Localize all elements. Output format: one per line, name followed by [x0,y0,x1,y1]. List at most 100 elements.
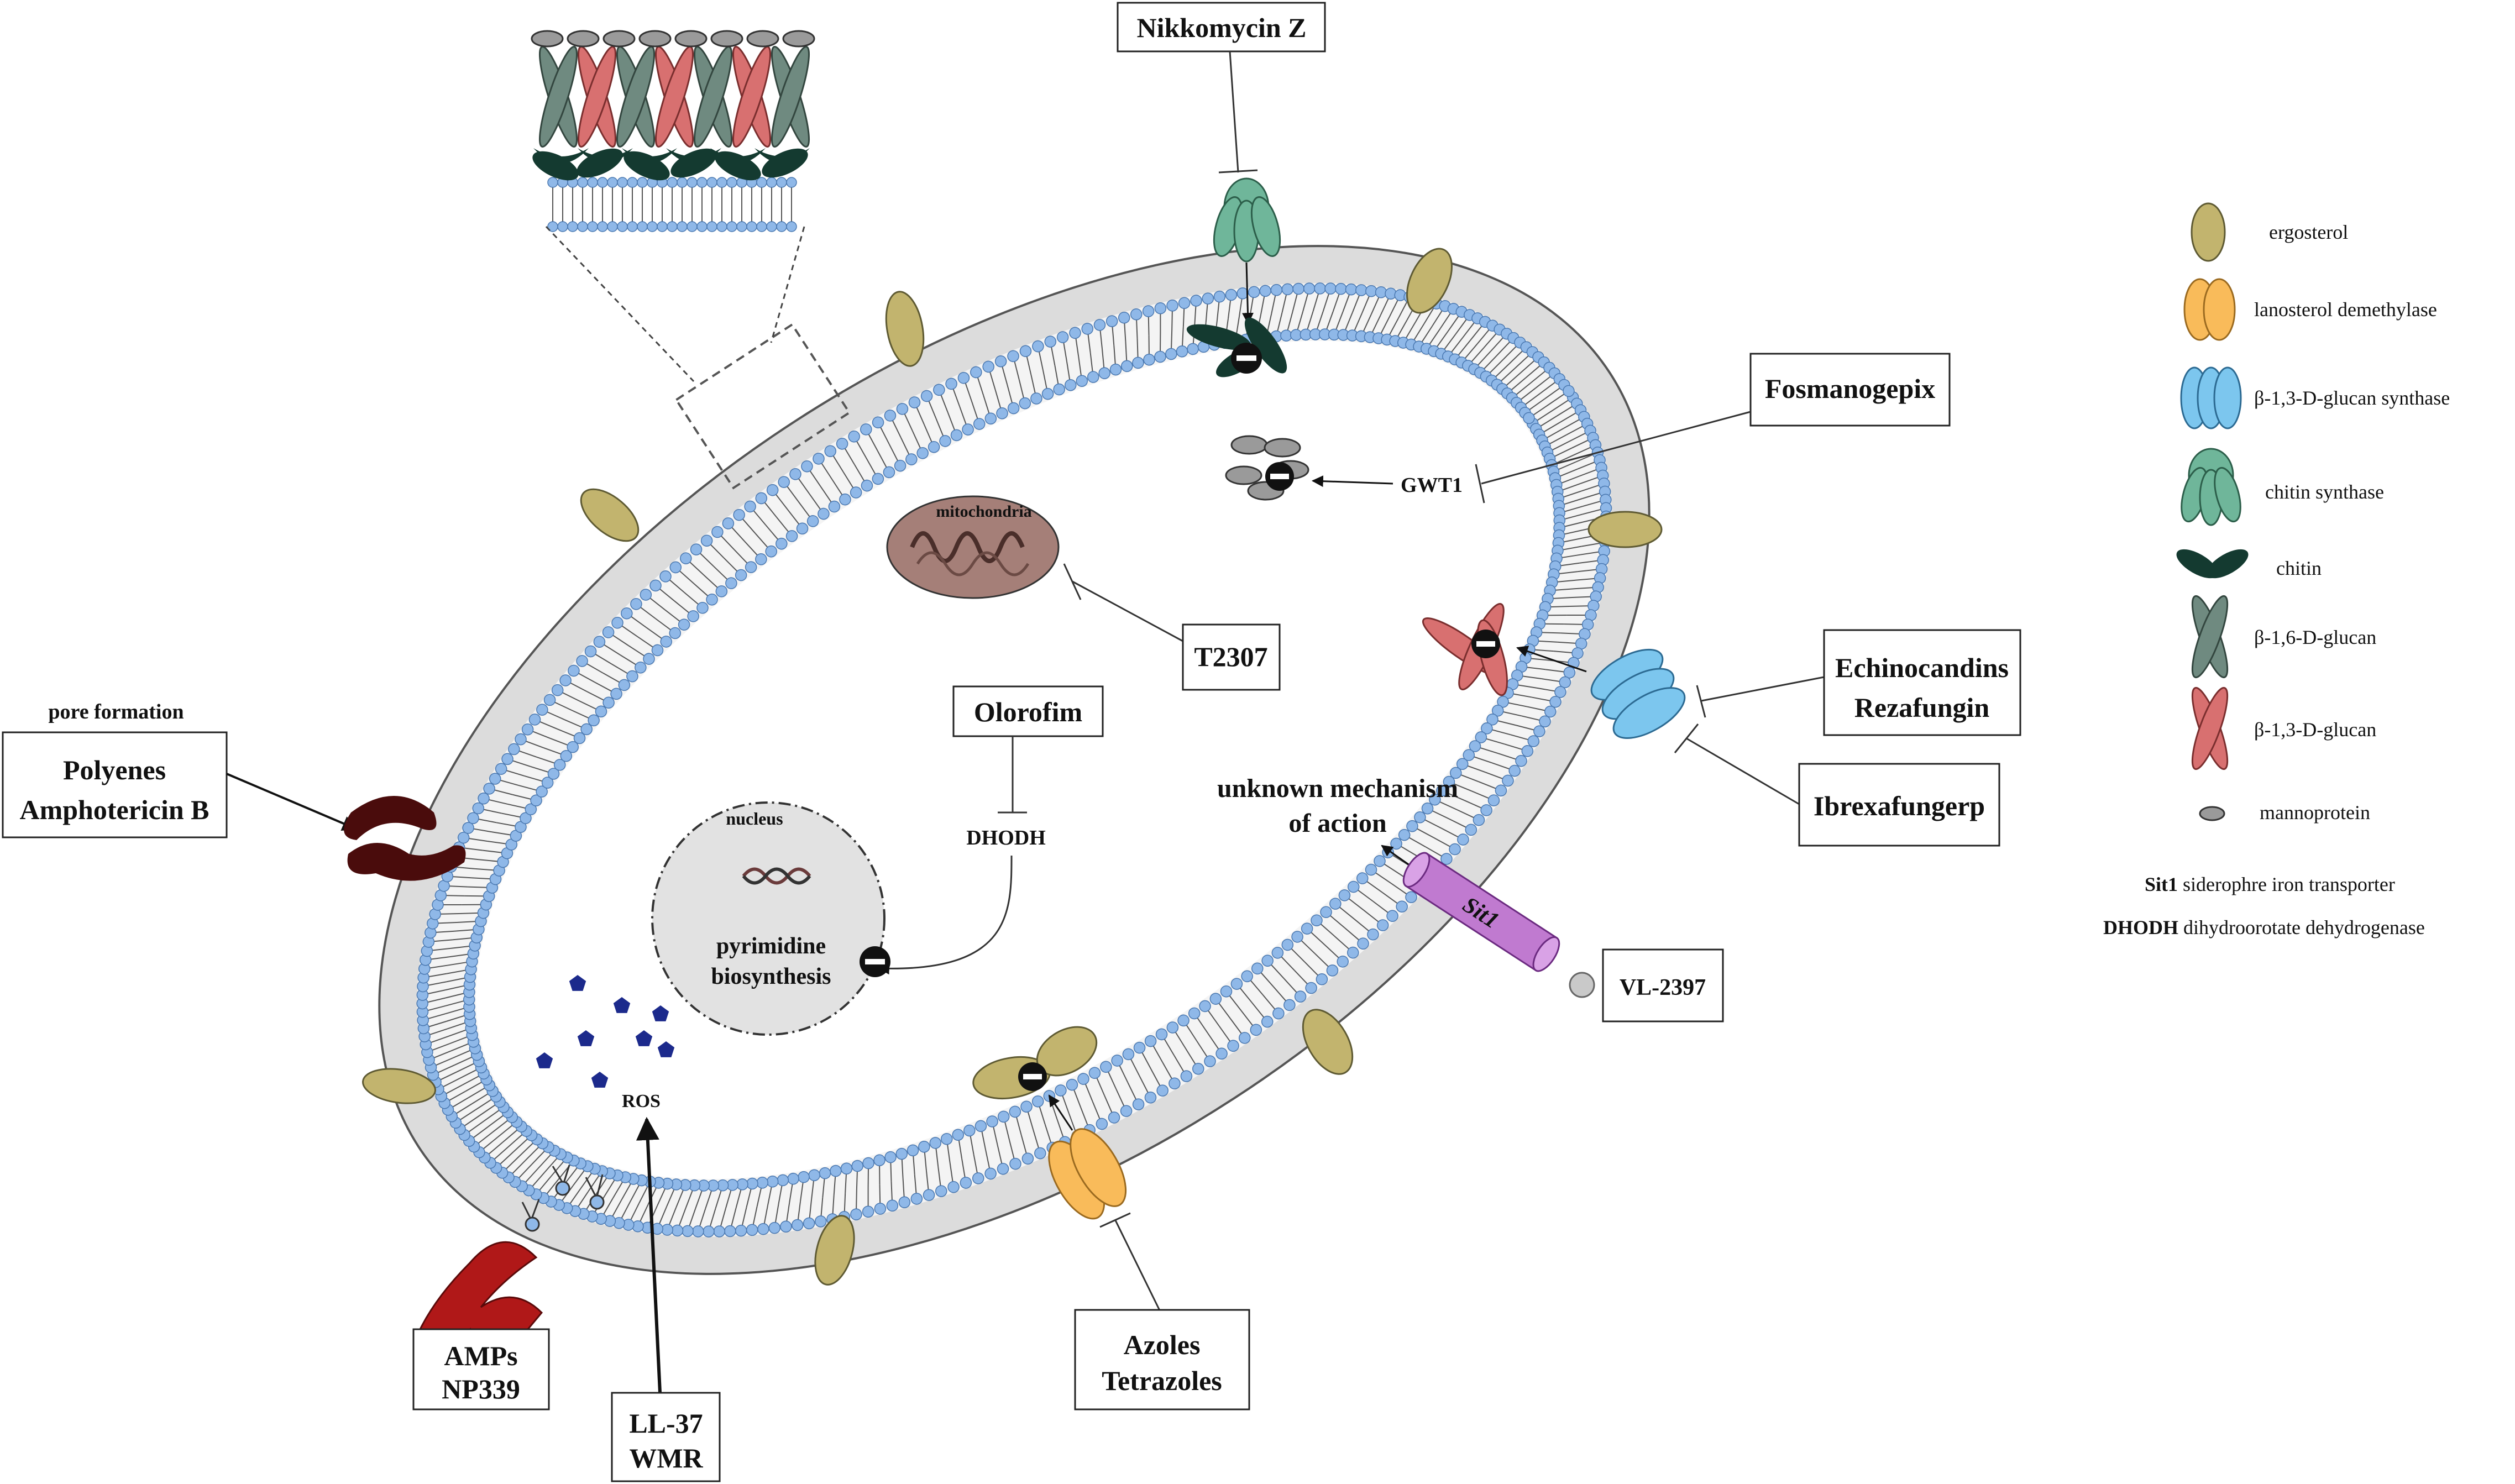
legend: ergosterol lanosterol demethylase β-1,3-… [2103,202,2450,938]
legend-b13-glucan-label: β-1,3-D-glucan [2254,719,2376,741]
pore-formation-label: pore formation [48,700,184,723]
polyenes-arrow [226,773,358,831]
ros-label: ROS [622,1091,661,1111]
biosynthesis-label: biosynthesis [711,964,831,989]
ros-particle-icon [591,1072,609,1088]
nikkomycin-z-box [1117,2,1326,53]
inset-source-box [674,323,851,490]
fosmanogepix-pathway: Fosmanogepix GWT1 [1225,353,1951,504]
echinocandins-box [1823,629,2021,736]
inset-glucan-layer [538,45,810,148]
chitin-synthase-icon [1213,177,1281,263]
legend-sit1-text: siderophre iron transporter [2178,873,2395,895]
legend-sit1-definition: Sit1 siderophre iron transporter [2145,873,2395,895]
legend-lanosterol-demethylase-icon [2183,278,2236,341]
legend-b16-glucan-icon [2191,595,2229,679]
np339-label: NP339 [442,1373,520,1404]
legend-chitin-label: chitin [2276,557,2322,579]
nikkomycin-z-label: Nikkomycin Z [1136,12,1306,43]
ergosterol-icon [1302,1009,1354,1075]
mitochondria-icon [886,495,1060,599]
gwt1-label: GWT1 [1401,474,1463,497]
membrane-ergosterols [362,248,1663,1286]
ros-pathway: ROS LL-37 WMR [536,975,721,1482]
siderophore-icon [1569,972,1595,998]
inhibition-minus-icon [1018,1062,1047,1091]
legend-glucan-synthase-label: β-1,3-D-glucan synthase [2254,387,2450,409]
fosmanogepix-inhibition-line [1481,411,1751,485]
amps-box [412,1328,550,1410]
nikkomycin-inhibition-bar [1218,169,1258,174]
legend-chitin-icon [2176,549,2249,579]
legend-dhodh-definition: DHODH dihydroorotate dehydrogenase [2103,916,2425,938]
legend-lanosterol-demethylase-label: lanosterol demethylase [2254,298,2437,321]
lipid-fragment-icons [521,1165,605,1232]
azoles-inhibition-bar [1099,1212,1131,1228]
inhibition-minus-icon [860,946,890,977]
nikkomycin-z-pathway: Nikkomycin Z [1117,2,1326,377]
legend-b13-glucan-icon [2191,686,2229,770]
ros-particle-icon [536,1052,553,1068]
sit1-pathway: unknown mechanism of action Sit1 VL-2397 [1217,774,1724,1022]
inset-chitin-layer [532,148,810,181]
fosmanogepix-box [1749,353,1951,427]
ll37-label: LL-37 [629,1408,703,1439]
mitochondria-label: mitochondria [936,502,1031,521]
azoles-pathway: Azoles Tetrazoles [972,1026,1250,1410]
vl2397-box [1602,948,1724,1022]
echinocandins-inhibition-bar [1696,685,1706,718]
ros-particle-icon [657,1041,675,1057]
nikkomycin-inhibition-line [1229,51,1239,173]
amphotericin-b-label: Amphotericin B [19,794,209,825]
inset-guide-line-left [545,226,695,382]
ros-particle-icon [652,1005,669,1021]
inhibition-minus-icon [1265,462,1294,491]
t2307-inhibition-line [1072,580,1183,642]
legend-glucan-synthase-icon [2180,366,2242,429]
ergosterol-icon [814,1215,855,1286]
inhibition-minus-icon [1471,630,1500,658]
polyenes-label: Polyenes [63,754,166,785]
inset-lipid-bilayer [547,177,797,232]
ergosterol-icon [362,1068,436,1104]
polyenes-pathway: pore formation Polyenes Amphotericin B [2,700,466,881]
azoles-label: Azoles [1124,1329,1201,1360]
t2307-pathway: mitochondria T2307 [886,495,1281,691]
ergosterol-icon [1406,248,1453,314]
lanosterol-demethylase-icon [1048,1128,1127,1220]
fosmanogepix-inhibition-bar [1475,464,1485,504]
gwt1-arrow [1311,475,1393,487]
ll37-arrow [636,1116,662,1404]
vl2397-label: VL-2397 [1620,975,1706,1000]
inset-guide-line-right [770,226,805,343]
ergosterol-icon [885,291,925,367]
azoles-inhibition-line [1114,1220,1162,1313]
legend-mannoprotein-icon [2199,806,2225,821]
legend-sit1-abbr: Sit1 [2145,873,2178,895]
wmr-label: WMR [629,1443,703,1473]
ros-particle-icon [569,975,586,991]
membrane-lipid-heads-inner [463,328,1566,1192]
legend-dhodh-abbr: DHODH [2103,916,2178,938]
inhibition-minus-icon [1231,343,1262,374]
nucleus-icon [651,801,886,1036]
t2307-label: T2307 [1194,641,1267,672]
legend-ergosterol-label: ergosterol [2269,221,2348,243]
echinocandins-label: Echinocandins [1835,652,2009,683]
legend-chitin-synthase-icon [2181,448,2241,526]
pyrimidine-label: pyrimidine [716,934,826,959]
ibrexafungerp-box [1798,763,2000,847]
ibrexafungerp-inhibition-line [1686,737,1800,805]
amps-pathway: AMPs NP339 [412,1165,605,1410]
ergosterol-icon [580,488,640,542]
olorofim-pathway: Olorofim DHODH nucleus pyrimidine biosyn… [651,685,1104,1036]
ergosterol-icon [1587,511,1663,548]
of-action-label: of action [1288,809,1386,838]
azole-product-arrow [1048,1094,1073,1131]
dhodh-arrow [877,855,1013,975]
fosmanogepix-label: Fosmanogepix [1765,373,1935,404]
dna-icon [742,867,811,885]
t2307-box [1182,623,1281,691]
olorofim-box [952,685,1104,737]
